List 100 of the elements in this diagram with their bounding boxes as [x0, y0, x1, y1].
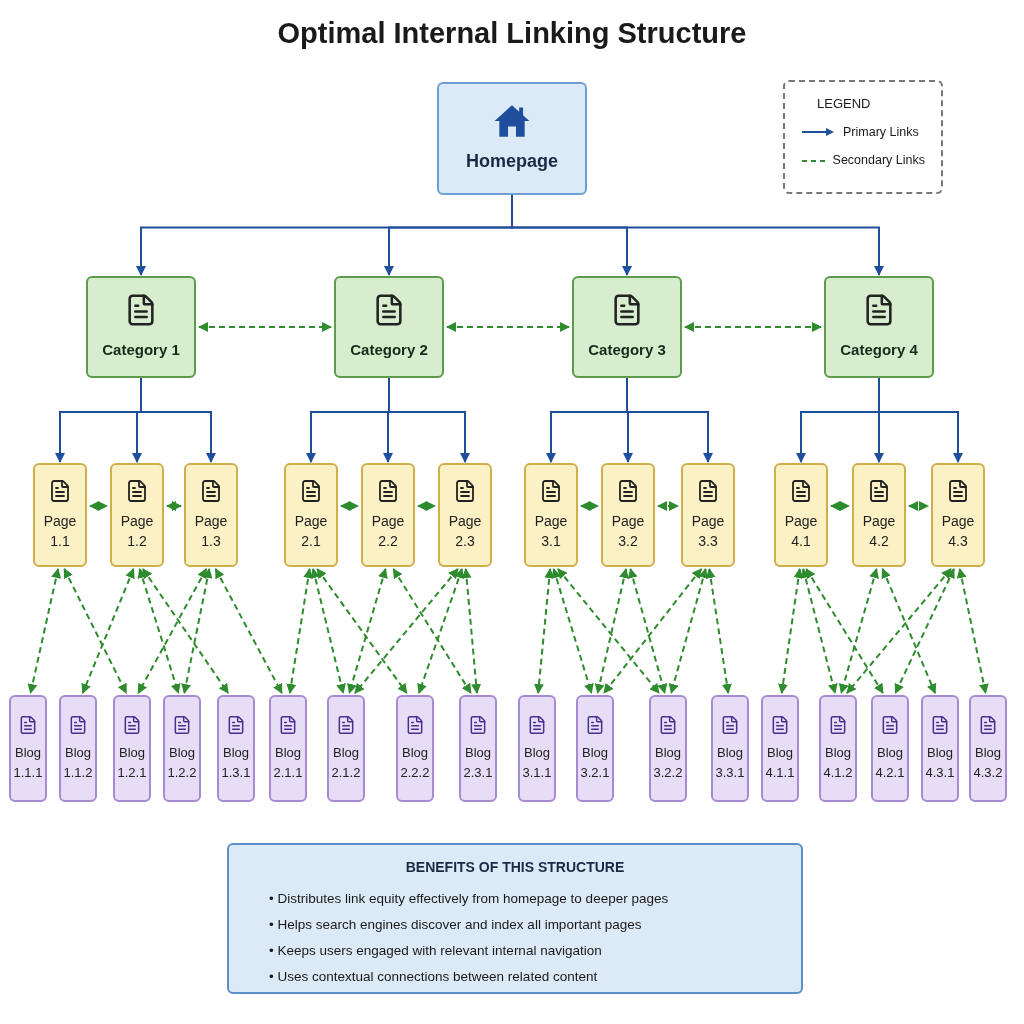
dashed-arrow	[166, 501, 182, 511]
node-label: Blog 1.2.2	[166, 743, 198, 782]
dashed-arrow	[81, 568, 135, 694]
dashed-arrow	[705, 568, 732, 694]
blog-box	[396, 695, 434, 802]
dashed-arrow	[310, 568, 346, 694]
dashed-arrow	[198, 322, 332, 332]
blog-box	[217, 695, 255, 802]
node-label: Blog 2.1.2	[330, 743, 362, 782]
blog-box	[459, 695, 497, 802]
dashed-arrow	[551, 568, 594, 694]
arrow	[388, 377, 470, 463]
node-label: Blog 4.3.1	[924, 743, 956, 782]
dashed-arrow	[838, 568, 879, 694]
node-label: Page 4.1	[783, 512, 819, 551]
node-label: Page 3.3	[690, 512, 726, 551]
dashed-arrow	[684, 322, 822, 332]
page-box	[852, 463, 906, 567]
page-box	[524, 463, 578, 567]
dashed-arrow	[846, 568, 952, 694]
blog-box	[9, 695, 47, 802]
node-label: Blog 1.1.1	[12, 743, 44, 782]
node-label: Page 2.3	[447, 512, 483, 551]
dashed-arrow	[417, 568, 464, 694]
node-label: Blog 4.3.2	[972, 743, 1004, 782]
node-label: Blog 2.3.1	[462, 743, 494, 782]
node-label: Blog 3.2.1	[579, 743, 611, 782]
node-label: Page 3.2	[610, 512, 646, 551]
node-label: Homepage	[466, 150, 558, 173]
node-label: Blog 1.1.2	[62, 743, 94, 782]
dashed-arrow	[594, 568, 629, 694]
benefits-panel	[227, 843, 803, 994]
arrow	[140, 377, 216, 463]
page-box	[438, 463, 492, 567]
dashed-arrow	[800, 568, 838, 694]
node-label: Blog 1.2.1	[116, 743, 148, 782]
bullet-item: • Distributes link equity effectively from homepage to deeper pages	[269, 890, 670, 908]
legend-text: Primary Links	[843, 123, 919, 141]
bullet-item: • Keeps users engaged with relevant internal navigation	[269, 942, 603, 960]
blog-box	[711, 695, 749, 802]
homepage-box	[437, 82, 587, 195]
node-label: Blog 1.3.1	[220, 743, 252, 782]
node-label: Page 2.1	[293, 512, 329, 551]
blog-box	[871, 695, 909, 802]
dashed-arrow	[347, 568, 388, 694]
panel-heading: BENEFITS OF THIS STRUCTURE	[404, 858, 626, 877]
legend-text: Secondary Links	[832, 152, 925, 170]
dashed-arrow	[286, 568, 314, 694]
dashed-arrow	[137, 568, 208, 694]
blog-box	[163, 695, 201, 802]
dashed-arrow	[417, 501, 436, 511]
bullet-item: • Helps search engines discover and index all important pages	[269, 916, 643, 934]
node-label: Category 1	[102, 339, 180, 360]
dashed-arrow	[137, 568, 181, 694]
node-label: Page 1.1	[42, 512, 78, 551]
dashed-arrow	[214, 568, 283, 694]
dashed-arrow	[580, 501, 599, 511]
blog-box	[518, 695, 556, 802]
dashed-arrow	[603, 568, 703, 694]
blog-box	[576, 695, 614, 802]
page-box	[601, 463, 655, 567]
node-label: Blog 3.2.2	[652, 743, 684, 782]
blog-box	[921, 695, 959, 802]
dashed-arrow	[141, 568, 230, 694]
blog-box	[113, 695, 151, 802]
node-label: Page 2.2	[370, 512, 406, 551]
blog-box	[761, 695, 799, 802]
dashed-arrow	[392, 568, 472, 694]
dashed-arrow	[805, 568, 884, 694]
blog-box	[59, 695, 97, 802]
category-box	[334, 276, 444, 378]
page-box	[681, 463, 735, 567]
dashed-arrow	[63, 568, 128, 694]
node-label: Category 3	[588, 339, 666, 360]
dashed-arrow	[830, 501, 850, 511]
node-label: Category 4	[840, 339, 918, 360]
legend-heading: LEGEND	[817, 95, 872, 113]
dashed-arrow	[340, 501, 359, 511]
dashed-arrow	[657, 501, 679, 511]
category-box	[824, 276, 934, 378]
diagram-title: Optimal Internal Linking Structure	[277, 16, 747, 51]
page-box	[361, 463, 415, 567]
node-label: Page 1.2	[119, 512, 155, 551]
blog-box	[269, 695, 307, 802]
page-box	[33, 463, 87, 567]
node-label: Blog 3.3.1	[714, 743, 746, 782]
blog-box	[327, 695, 365, 802]
dashed-arrow	[668, 568, 708, 694]
category-box	[572, 276, 682, 378]
bullet-item: • Uses contextual connections between related content	[269, 968, 599, 986]
dashed-arrow	[778, 568, 804, 694]
node-label: Category 2	[350, 339, 428, 360]
page-box	[110, 463, 164, 567]
dashed-arrow	[881, 568, 937, 694]
dashed-arrow	[461, 568, 482, 694]
category-box	[86, 276, 196, 378]
dashed-arrow	[894, 568, 955, 694]
dashed-arrow	[181, 568, 213, 694]
dashed-arrow	[908, 501, 929, 511]
dashed-arrow	[316, 568, 408, 694]
